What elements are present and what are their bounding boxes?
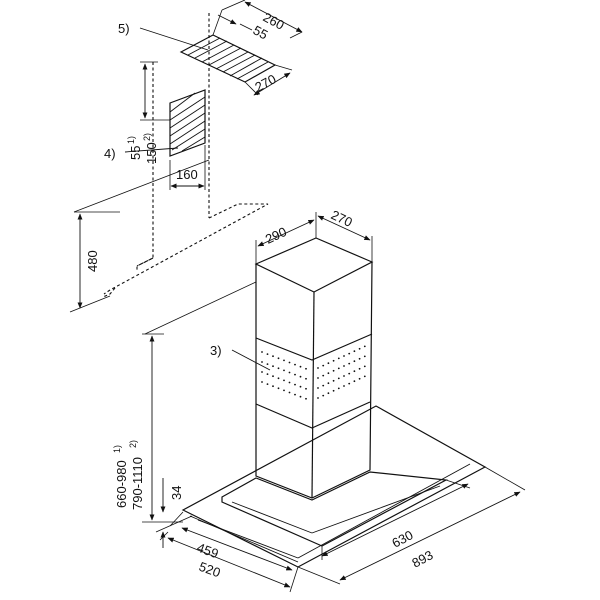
dim-480-label: 480: [85, 250, 100, 272]
callout-5-label: 5): [118, 21, 130, 36]
dim-55-side-label: 55: [128, 146, 143, 160]
callout-4-label: 4): [104, 146, 116, 161]
dim-34-label: 34: [169, 486, 184, 500]
dim-290-label: 290: [263, 224, 289, 247]
sup-2-b: 2): [128, 440, 138, 448]
dim-893-label: 893: [409, 547, 435, 570]
dim-630-label: 630: [389, 527, 415, 550]
dim-55-top-label: 55: [251, 22, 271, 42]
band-bottom-line: [255, 401, 371, 429]
dim-459-label: 459: [195, 540, 221, 562]
sup-2-a: 2): [142, 133, 152, 141]
dim-270-top-label: 270: [252, 71, 278, 94]
perforation-dots: [261, 345, 366, 400]
callout-leaders: [124, 27, 271, 371]
band-top-line: [255, 333, 373, 361]
dim-55-150-labels: 55 1) 150 2): [126, 133, 159, 164]
wall-bracket-4: [169, 89, 206, 157]
dim-160-label: 160: [176, 167, 198, 182]
wall-bracket-outline: [169, 89, 206, 157]
dim-height-labels: 660-980 1) 790-1110 2): [112, 440, 145, 510]
chimney-dashed-outline: [102, 13, 269, 298]
dim-520-label: 520: [197, 559, 223, 581]
filter-panel: [221, 471, 449, 547]
wall-bracket-hatch: [169, 92, 206, 152]
dimension-lines: [69, 0, 526, 593]
sup-1-a: 1): [126, 136, 136, 144]
callout-3-label: 3): [210, 343, 222, 358]
chimney-edge: [311, 291, 315, 499]
dim-790-1110-label: 790-1110: [130, 457, 145, 510]
sup-1-b: 1): [112, 445, 122, 453]
dim-150-label: 150: [144, 142, 159, 164]
glass-canopy: [181, 405, 487, 568]
vent-plate-hatch: [187, 37, 269, 80]
chimney-top-face: [254, 237, 374, 293]
dim-660-980-label: 660-980: [114, 460, 129, 508]
dim-270-box-label: 270: [329, 207, 355, 230]
hood-chimney: [254, 237, 374, 499]
